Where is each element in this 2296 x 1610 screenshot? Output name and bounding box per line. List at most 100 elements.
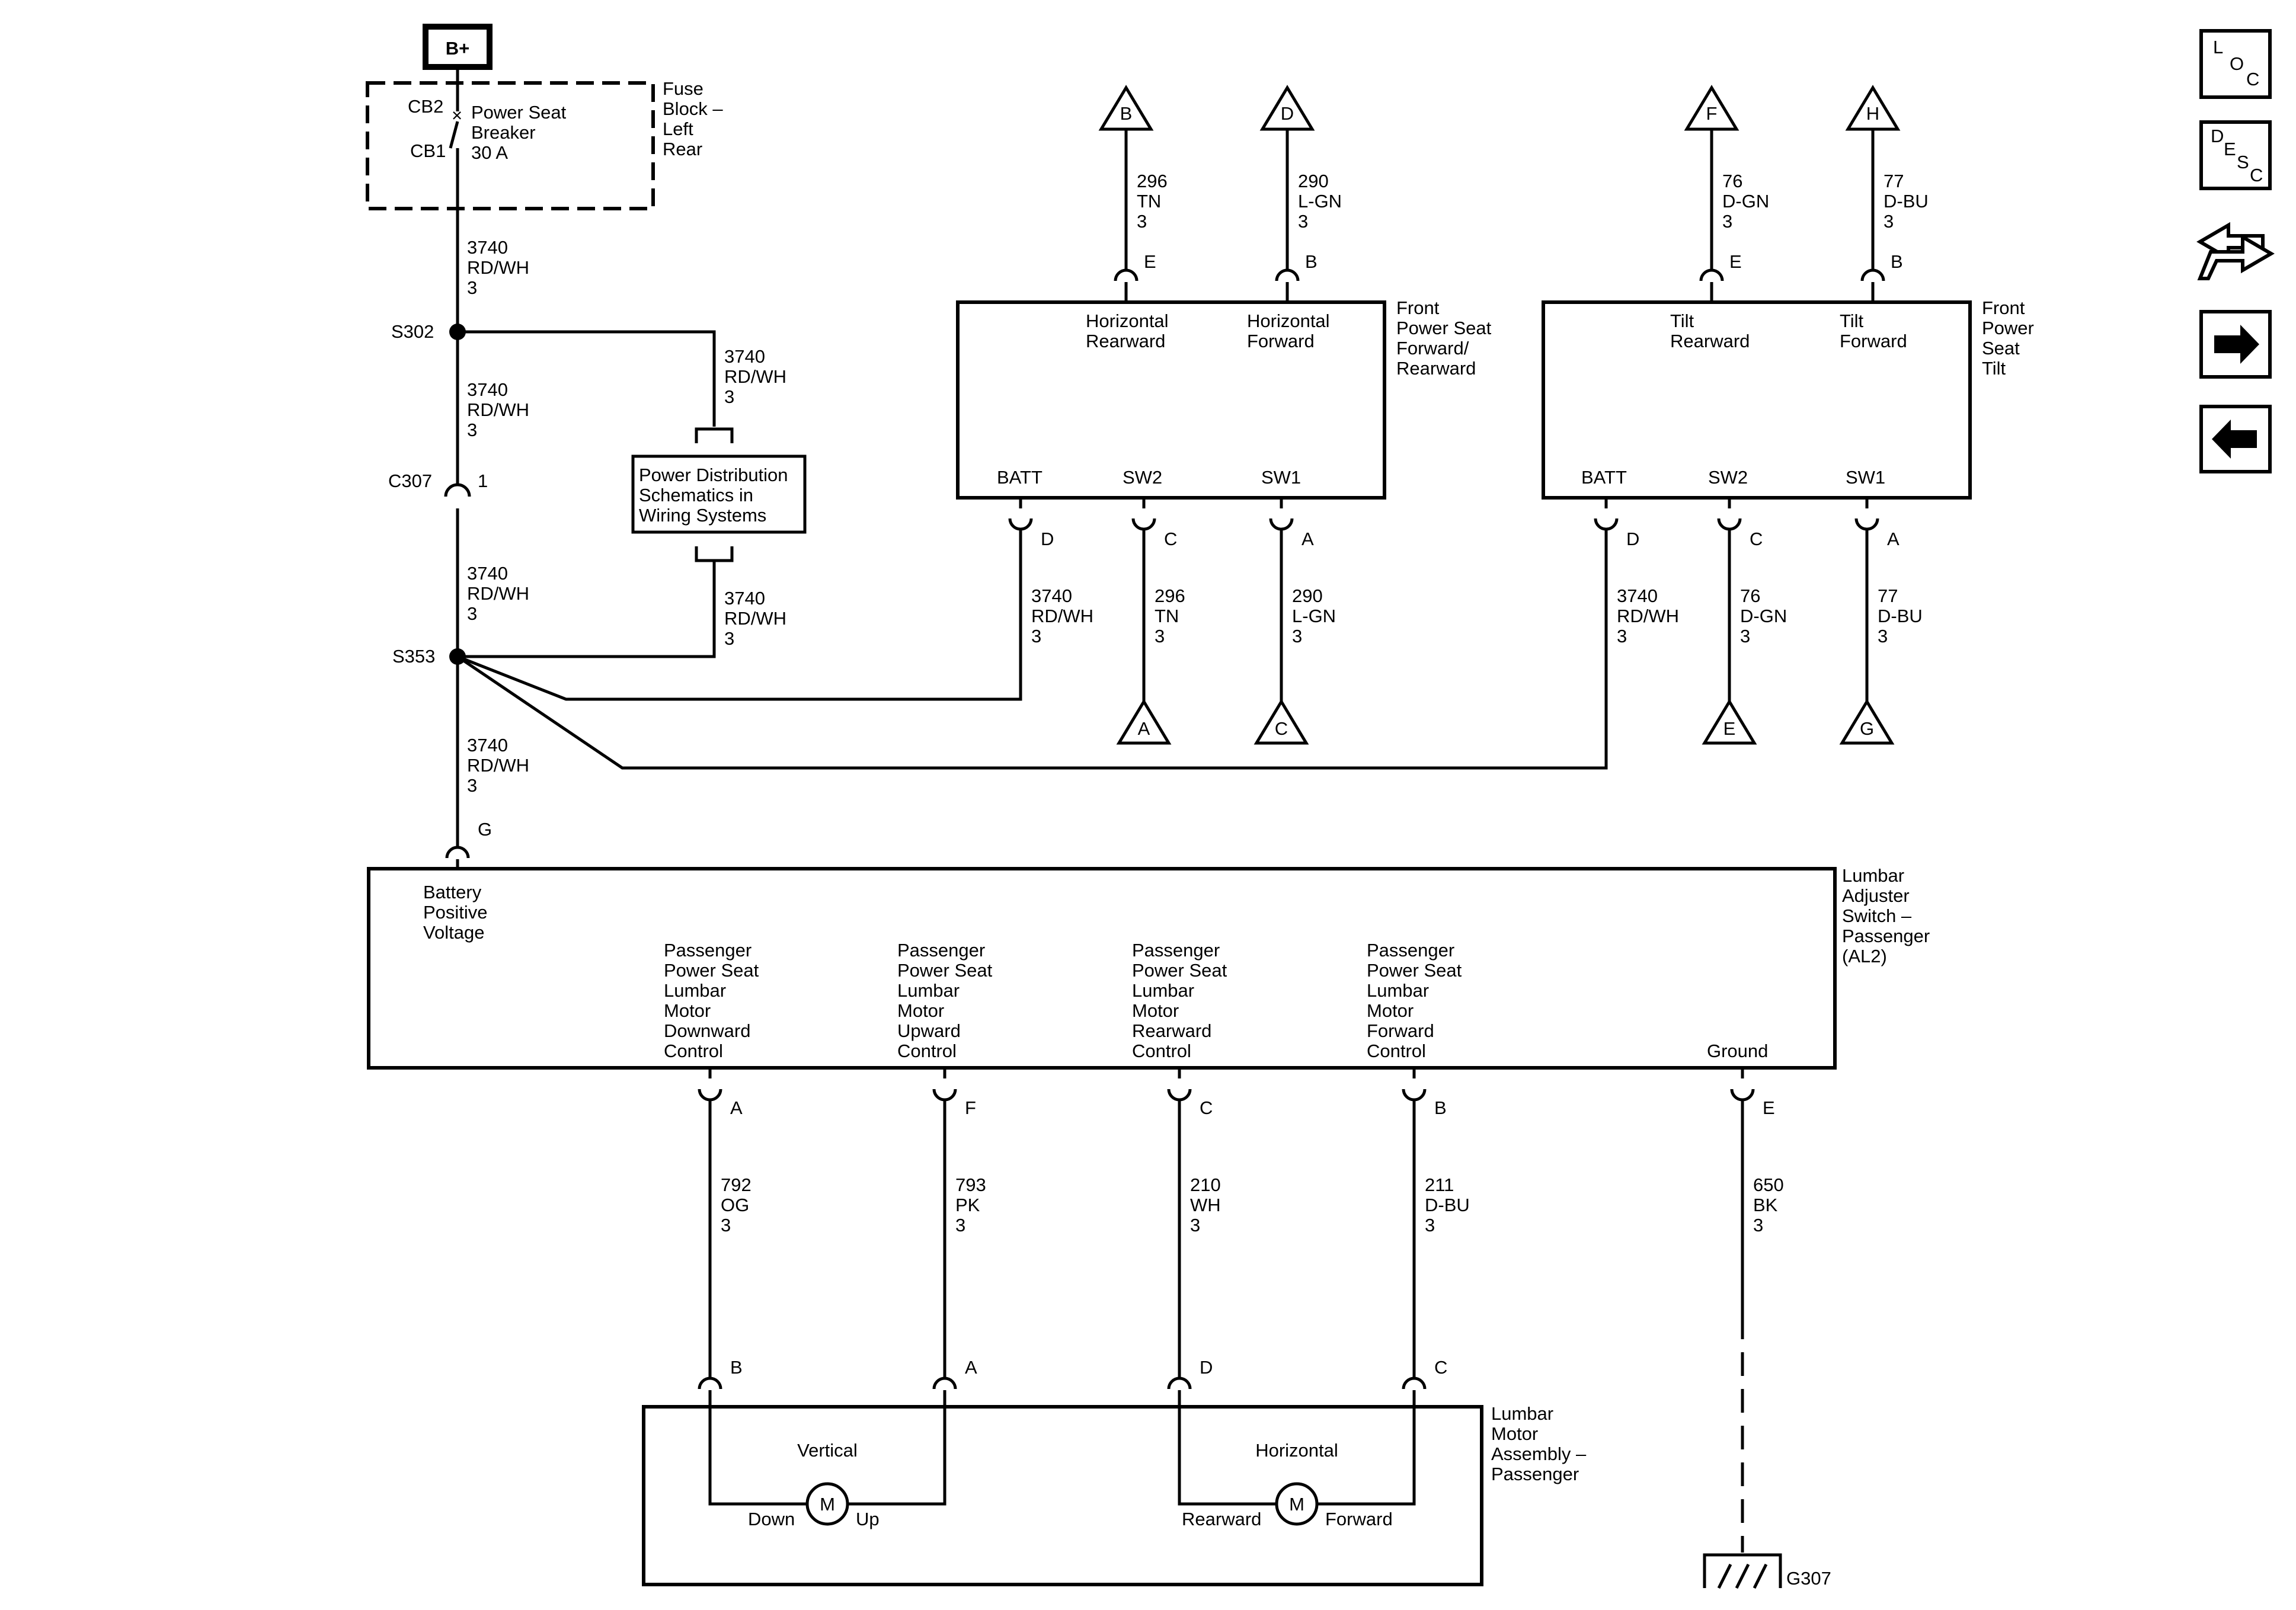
tilt-sw2-label: SW2 — [1708, 467, 1748, 488]
breaker-label-3: 30 A — [471, 142, 508, 163]
connector-view-icon[interactable] — [2196, 222, 2275, 280]
fwd-bot-tri-c-label: C — [1275, 718, 1288, 739]
out-pin-b: B — [1434, 1097, 1447, 1118]
out-wire2-num: 793 — [955, 1174, 986, 1195]
wire2-gauge: 3 — [467, 420, 477, 440]
col3-line-4: Motor — [1132, 1000, 1179, 1021]
col1-line-4: Motor — [664, 1000, 711, 1021]
tilt-pin-b: B — [1891, 251, 1903, 272]
tilt-c-wire-num: 76 — [1740, 585, 1760, 606]
out-wire5-num: 650 — [1753, 1174, 1784, 1195]
out-pin-c: C — [1200, 1097, 1213, 1118]
out-wire2-color: PK — [955, 1195, 980, 1215]
col3-line-6: Control — [1132, 1041, 1191, 1061]
rearward-label: Rearward — [1182, 1509, 1261, 1529]
fwd-c-wire-color: TN — [1155, 606, 1179, 626]
pd-top-wire-gauge: 3 — [724, 386, 734, 407]
breaker-label-1: Power Seat — [471, 102, 567, 123]
pd-label-1: Power Distribution — [639, 465, 788, 485]
lumbar-switch-box — [367, 867, 1837, 1070]
wire2-color: RD/WH — [467, 399, 529, 420]
fuse-block-label-2: Block – — [663, 98, 723, 119]
col3-line-3: Lumbar — [1132, 980, 1194, 1001]
loc-button[interactable]: L O C — [2199, 29, 2272, 99]
fwd-pin-c: C — [1164, 529, 1177, 549]
left-arrow-icon — [2212, 420, 2257, 459]
tilt-a-wire-num: 77 — [1878, 585, 1898, 606]
ground-symbol — [1703, 1553, 1782, 1589]
right-arrow-icon — [2214, 325, 2259, 364]
wire4-gauge: 3 — [467, 775, 477, 796]
tilt-title-2: Power — [1982, 318, 2034, 338]
s302-label: S302 — [391, 321, 434, 342]
fwd-a-wire-color: L-GN — [1292, 606, 1336, 626]
tilt-bot-tri-g — [1839, 699, 1895, 745]
tilt-top-b-wire-color: D-BU — [1884, 191, 1929, 212]
fwd-bot-tri-a — [1116, 699, 1172, 745]
col4-line-1: Passenger — [1367, 940, 1454, 961]
loc-letter-o: O — [2230, 53, 2244, 74]
col4-line-3: Lumbar — [1367, 980, 1429, 1001]
col1-line-3: Lumbar — [664, 980, 726, 1001]
tilt-top-tri-f-label: F — [1706, 103, 1718, 124]
col1-line-1: Passenger — [664, 940, 752, 961]
fwd-top-e-wire-color: TN — [1137, 191, 1161, 212]
out-pin-f: F — [965, 1097, 976, 1118]
motor-title-2: Motor — [1491, 1423, 1538, 1444]
wire2-num: 3740 — [467, 379, 508, 400]
fwd-bot-tri-a-label: A — [1138, 718, 1150, 739]
loc-letter-c: C — [2246, 69, 2259, 89]
out-wire2-gauge: 3 — [955, 1215, 965, 1235]
previous-page-button[interactable] — [2199, 405, 2272, 473]
desc-letter-s: S — [2237, 152, 2249, 172]
desc-letter-e: E — [2224, 139, 2236, 159]
lumbar-title-3: Switch – — [1842, 905, 1912, 926]
fwd-top-b-wire-gauge: 3 — [1298, 211, 1308, 232]
fwd-title-4: Rearward — [1396, 358, 1476, 379]
motor-pin-c: C — [1434, 1357, 1447, 1378]
lumbar-title-2: Adjuster — [1842, 885, 1910, 906]
lumbar-battery-1: Battery — [423, 882, 482, 902]
lumbar-ground-label: Ground — [1707, 1041, 1768, 1061]
col2-line-2: Power Seat — [897, 960, 993, 981]
out-wire4-color: D-BU — [1425, 1195, 1470, 1215]
fwd-a-wire-num: 290 — [1292, 585, 1323, 606]
horizontal-motor-m: M — [1289, 1494, 1304, 1515]
fwd-sw2-label: SW2 — [1123, 467, 1162, 488]
desc-button[interactable]: D E S C — [2199, 120, 2272, 190]
out-wire1-color: OG — [721, 1195, 749, 1215]
next-page-button[interactable] — [2199, 310, 2272, 379]
tilt-top-e-wire-color: D-GN — [1722, 191, 1769, 212]
fwd-bot-tri-c — [1253, 699, 1309, 745]
desc-letter-d: D — [2211, 126, 2224, 146]
col4-line-4: Motor — [1367, 1000, 1414, 1021]
out-wire3-color: WH — [1190, 1195, 1221, 1215]
pd-top-wire-num: 3740 — [724, 346, 765, 367]
col1-line-5: Downward — [664, 1020, 750, 1041]
col3-line-1: Passenger — [1132, 940, 1220, 961]
fwd-top-tri-d-label: D — [1281, 103, 1294, 124]
tilt-batt-wire-gauge: 3 — [1617, 626, 1627, 646]
col4-line-6: Control — [1367, 1041, 1426, 1061]
ground-label: G307 — [1786, 1568, 1831, 1589]
pd-top-wire-color: RD/WH — [724, 366, 786, 387]
tilt-tf-label-2: Forward — [1840, 331, 1907, 351]
tilt-tr-label-1: Tilt — [1670, 311, 1694, 331]
horizontal-motor-symbol — [1275, 1482, 1319, 1526]
fwd-hf-label-2: Forward — [1247, 331, 1315, 351]
cb1-label: CB1 — [410, 140, 446, 161]
up-label: Up — [856, 1509, 880, 1529]
pd-label-3: Wiring Systems — [639, 505, 766, 526]
wire4-color: RD/WH — [467, 755, 529, 776]
pd-bottom-wire-color: RD/WH — [724, 608, 786, 629]
col4-line-2: Power Seat — [1367, 960, 1462, 981]
fwd-pin-d: D — [1041, 529, 1054, 549]
fwd-pin-a: A — [1302, 529, 1314, 549]
out-wire3-gauge: 3 — [1190, 1215, 1200, 1235]
horizontal-label: Horizontal — [1255, 1440, 1338, 1461]
vertical-motor-m: M — [820, 1494, 835, 1515]
tilt-bot-tri-e-label: E — [1723, 718, 1736, 739]
tilt-sw1-label: SW1 — [1846, 467, 1885, 488]
fwd-title-2: Power Seat — [1396, 318, 1492, 338]
fuse-block-dashed-box — [366, 81, 655, 210]
